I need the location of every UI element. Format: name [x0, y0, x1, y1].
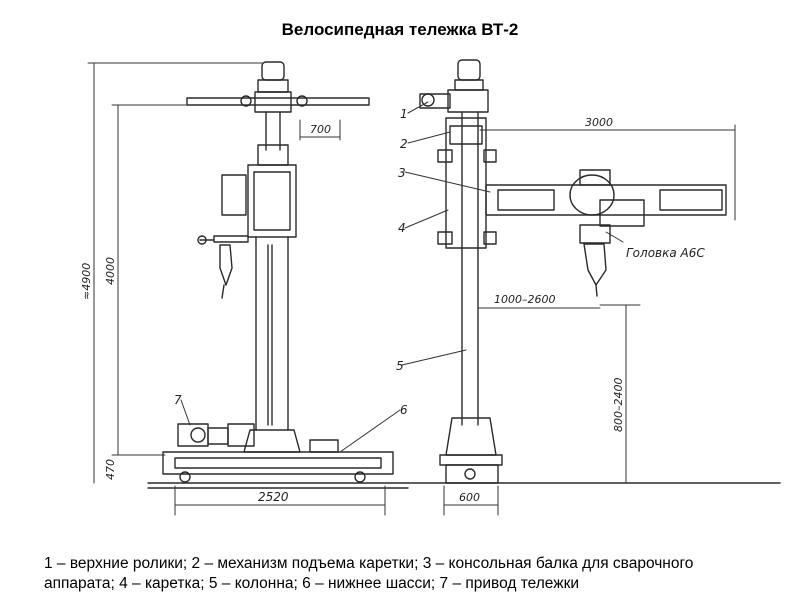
dim-2520: 2520: [258, 490, 289, 504]
caption-line-1: 1 – верхние ролики; 2 – механизм подъема…: [44, 555, 694, 572]
callout-6: 6: [400, 403, 408, 417]
legend-caption: 1 – верхние ролики; 2 – механизм подъема…: [44, 554, 796, 594]
callout-3: 3: [398, 166, 406, 180]
callout-7: 7: [174, 393, 182, 407]
callout-4: 4: [398, 221, 406, 235]
dim-800-2400: 800–2400: [612, 378, 625, 433]
dim-4900: ≈4900: [80, 263, 93, 300]
side-view: [407, 59, 781, 484]
slide-title: Велосипедная тележка ВТ-2: [281, 20, 519, 39]
caption-line-2: аппарата; 4 – каретка; 5 – колонна; 6 – …: [44, 575, 580, 592]
dim-4000: 4000: [104, 257, 117, 285]
dim-600: 600: [459, 491, 480, 504]
dim-3000: 3000: [585, 116, 613, 129]
callout-5: 5: [396, 359, 404, 373]
dim-1000-2600: 1000–2600: [494, 293, 556, 306]
dim-700: 700: [310, 123, 331, 136]
technical-drawing: 700 3000 ≈4900 4000 470 2520 600 1000–26…: [80, 59, 781, 516]
dim-470: 470: [104, 459, 117, 480]
front-view: [147, 61, 409, 489]
callout-2: 2: [400, 137, 408, 151]
head-label: Головка А6С: [626, 246, 705, 260]
callout-1: 1: [400, 107, 408, 121]
